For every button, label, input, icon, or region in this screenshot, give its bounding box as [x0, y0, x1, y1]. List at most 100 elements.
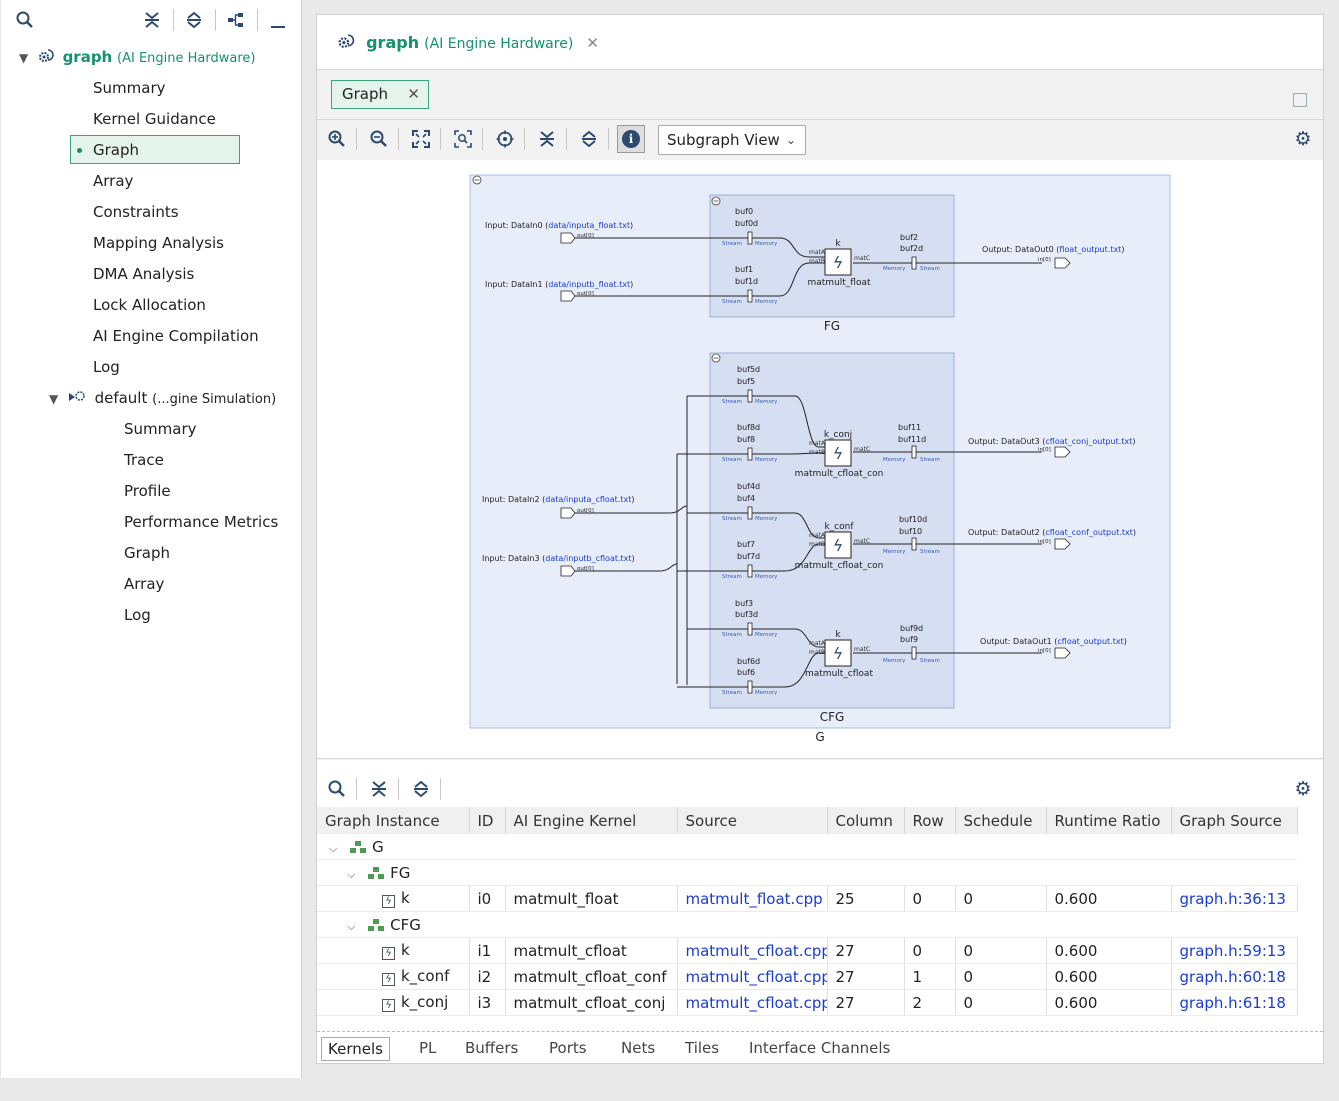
graph-canvas[interactable]: G FG CFG [317, 160, 1323, 758]
input-port-datain2[interactable]: Input: DataIn2 (data/inputa_cfloat.txt) … [482, 495, 635, 519]
tree-item-array[interactable]: Array [93, 172, 134, 190]
minimize-icon[interactable] [265, 7, 291, 33]
tree-item-constraints[interactable]: Constraints [93, 203, 179, 221]
chevron-down-icon[interactable]: ▼ [49, 392, 59, 406]
col-kernel[interactable]: AI Engine Kernel [505, 807, 678, 834]
chevron-down-icon[interactable]: ▼ [19, 51, 29, 65]
output-port-dataout1[interactable]: Output: DataOut1 (cfloat_output.txt) in[… [980, 637, 1127, 659]
zoom-selection-icon[interactable] [449, 125, 477, 153]
view-mode-select[interactable]: Subgraph View ⌄ [658, 125, 806, 155]
tab-nets[interactable]: Nets [621, 1039, 656, 1057]
tree-item-dma-analysis[interactable]: DMA Analysis [93, 265, 195, 283]
sim-item-trace[interactable]: Trace [124, 451, 164, 469]
col-schedule[interactable]: Schedule [955, 807, 1047, 834]
col-graph-instance[interactable]: Graph Instance [317, 807, 470, 834]
popout-icon[interactable] [1293, 93, 1307, 107]
settings-gear-icon[interactable]: ⚙ [1294, 778, 1312, 800]
tab-interface-channels[interactable]: Interface Channels [749, 1039, 891, 1057]
zoom-out-icon[interactable] [365, 125, 393, 153]
tab-kernels[interactable]: Kernels [321, 1037, 390, 1061]
kernel-cfg-k[interactable]: ϟ [824, 639, 852, 667]
search-icon[interactable] [323, 775, 351, 803]
col-source[interactable]: Source [677, 807, 828, 834]
cell-graph-source-link[interactable]: graph.h:36:13 [1171, 885, 1298, 912]
tree-item-graph[interactable]: Graph [93, 141, 140, 159]
hierarchy-icon[interactable] [223, 7, 249, 33]
table-row-group[interactable]: ⌵ CFG [317, 911, 1297, 938]
sim-item-array[interactable]: Array [124, 575, 165, 593]
col-runtime-ratio[interactable]: Runtime Ratio [1046, 807, 1172, 834]
kernel-fg-k[interactable]: ϟ [824, 248, 852, 276]
chevron-down-icon[interactable]: ⌵ [347, 919, 356, 933]
tab-graph[interactable]: Graph ✕ [331, 80, 429, 109]
table-row-group[interactable]: ⌵ FG [317, 859, 1297, 886]
tree-item-lock-allocation[interactable]: Lock Allocation [93, 296, 206, 314]
tab-tiles[interactable]: Tiles [685, 1039, 720, 1057]
cell-source-link[interactable]: matmult_float.cpp [677, 885, 828, 912]
col-id[interactable]: ID [469, 807, 506, 834]
tree-root-graph[interactable]: ▼ graph (AI Engine Hardware) [19, 44, 256, 70]
expand-all-icon[interactable] [407, 775, 435, 803]
center-view-icon[interactable] [491, 125, 519, 153]
editor-tab-graph[interactable]: graph (AI Engine Hardware) ✕ [337, 33, 599, 52]
sim-item-summary[interactable]: Summary [124, 420, 197, 438]
tree-item-kernel-guidance[interactable]: Kernel Guidance [93, 110, 216, 128]
close-icon[interactable]: ✕ [407, 85, 420, 103]
cell-source-link[interactable]: matmult_cfloat.cpp [677, 989, 828, 1016]
sim-item-profile[interactable]: Profile [124, 482, 171, 500]
kernel-cfg-kconj[interactable]: ϟ [824, 439, 852, 467]
info-toggle-button[interactable]: i [617, 125, 645, 153]
tab-pl[interactable]: PL [419, 1039, 437, 1057]
tab-ports[interactable]: Ports [549, 1039, 587, 1057]
sim-item-performance-metrics[interactable]: Performance Metrics [124, 513, 279, 531]
col-row[interactable]: Row [904, 807, 956, 834]
col-column[interactable]: Column [827, 807, 905, 834]
collapse-all-icon[interactable] [533, 125, 561, 153]
sim-item-graph[interactable]: Graph [124, 544, 171, 562]
kernel-cfg-kconf[interactable]: ϟ [824, 531, 852, 559]
zoom-in-icon[interactable] [323, 125, 351, 153]
tree-node-simulation[interactable]: ▼ default (...gine Simulation) [49, 385, 276, 411]
table-row-group[interactable]: ⌵ G [317, 834, 1297, 860]
input-port-datain1[interactable]: Input: DataIn1 (data/inputb_float.txt) o… [485, 280, 633, 302]
input-port-datain0[interactable]: Input: DataIn0 (data/inputa_float.txt) o… [485, 221, 633, 244]
output-port-dataout0[interactable]: Output: DataOut0 (float_output.txt) in[0… [982, 245, 1124, 269]
col-graph-source[interactable]: Graph Source [1171, 807, 1298, 834]
cell-graph-source-link[interactable]: graph.h:60:18 [1171, 963, 1298, 990]
expand-all-icon[interactable] [181, 7, 207, 33]
chevron-down-icon[interactable]: ⌵ [329, 841, 338, 855]
settings-gear-icon[interactable]: ⚙ [1294, 128, 1312, 150]
sim-item-log[interactable]: Log [124, 606, 151, 624]
cell-source-link[interactable]: matmult_cfloat.cpp [677, 963, 828, 990]
tree-item-log[interactable]: Log [93, 358, 120, 376]
tree-item-ai-engine-compilation[interactable]: AI Engine Compilation [93, 327, 259, 345]
cell-graph-source-link[interactable]: graph.h:61:18 [1171, 989, 1298, 1016]
collapse-all-icon[interactable] [365, 775, 393, 803]
search-icon[interactable] [12, 7, 38, 33]
chevron-down-icon[interactable]: ⌵ [347, 867, 356, 881]
cell-graph-source-link[interactable]: graph.h:59:13 [1171, 937, 1298, 964]
output-port-dataout3[interactable]: Output: DataOut3 (cfloat_conj_output.txt… [968, 437, 1135, 458]
collapse-all-icon[interactable] [139, 7, 165, 33]
output-port-dataout2[interactable]: Output: DataOut2 (cfloat_conf_output.txt… [968, 528, 1136, 550]
tab-buffers[interactable]: Buffers [465, 1039, 519, 1057]
expand-all-icon[interactable] [575, 125, 603, 153]
close-icon[interactable]: ✕ [586, 34, 599, 52]
fit-view-icon[interactable] [407, 125, 435, 153]
tree-item-summary[interactable]: Summary [93, 79, 166, 97]
